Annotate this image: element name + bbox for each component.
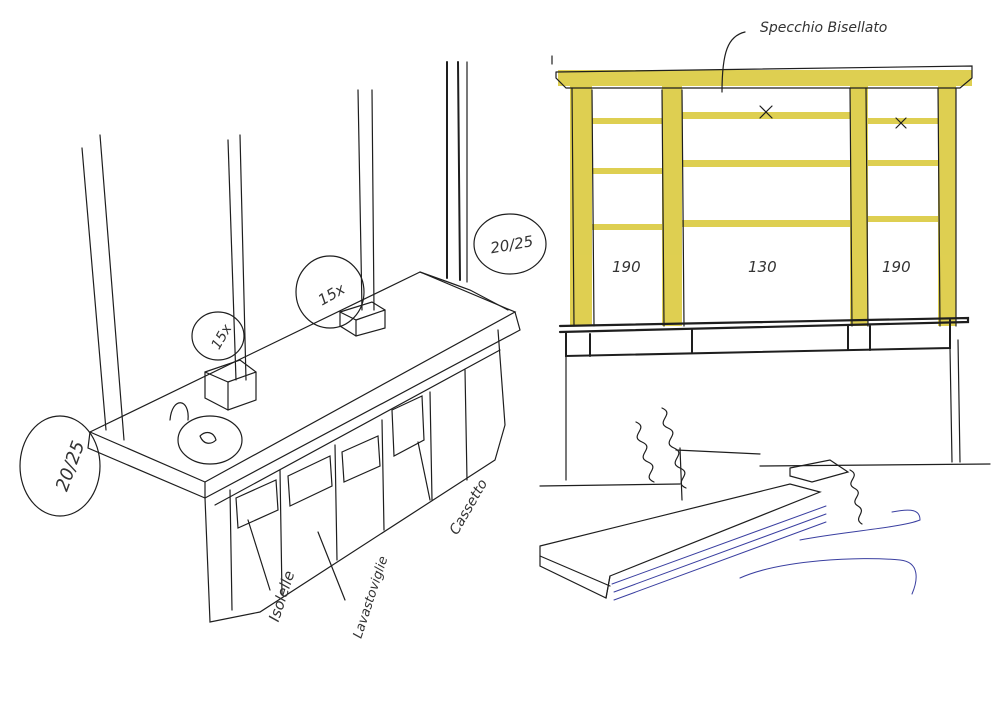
cabinet-divider <box>279 469 283 596</box>
shelf-plank-edge <box>539 555 611 587</box>
leader-line <box>317 531 346 601</box>
frame-post <box>661 89 665 327</box>
dim-front-left: 20/25 <box>52 438 89 494</box>
hanging-rod <box>227 139 237 381</box>
mirror-x <box>759 105 773 119</box>
dim-box-left: 15x <box>209 321 236 352</box>
pendant-box-left <box>227 371 257 383</box>
pendant-box-left <box>204 359 257 411</box>
leader-line <box>417 441 431 501</box>
shelf-plank-blue <box>613 521 827 601</box>
drawer-front <box>287 455 333 507</box>
mirror-note-leader <box>721 31 746 93</box>
countertop-edge <box>87 311 521 499</box>
mirror-note: Specchio Bisellato <box>760 20 887 36</box>
hanging-rod <box>81 147 107 431</box>
cabinet-divider <box>229 489 233 611</box>
backsplash <box>419 271 509 311</box>
profile-squiggle <box>635 421 655 483</box>
frame-post <box>937 87 941 327</box>
plinth-lower <box>565 319 951 358</box>
drawer-front <box>341 435 381 483</box>
cabinet-divider <box>334 444 338 561</box>
hanging-rod <box>99 134 125 441</box>
cabinet-divider <box>381 419 385 531</box>
dim-bubble-box-left <box>191 311 245 361</box>
wall-line <box>949 347 953 463</box>
cabinet-top-line <box>214 349 501 506</box>
drawer-front <box>391 395 425 457</box>
hanging-rod <box>357 89 363 311</box>
plinth <box>558 316 970 334</box>
label-sink: Lavastoviglie <box>351 554 392 640</box>
sink-tap <box>169 402 189 421</box>
frame-post <box>571 87 575 327</box>
center-shelf-width: 130 <box>748 258 777 276</box>
mirror-x <box>895 117 907 129</box>
hanging-rod <box>239 134 247 381</box>
wall-line <box>957 339 961 463</box>
sink-bowl <box>177 415 243 465</box>
label-isolated: Isolelle <box>265 568 298 623</box>
shelf-plank <box>539 483 822 599</box>
pendant-box-right <box>339 311 357 321</box>
right-shelf-width: 190 <box>882 258 911 276</box>
shelf-plank-edge <box>605 575 611 599</box>
dim-back-right: 20/25 <box>489 232 535 257</box>
pendant-box-right <box>355 309 386 321</box>
sink-drain <box>199 431 217 444</box>
drawer-front <box>235 479 279 529</box>
frame-post <box>681 89 685 327</box>
guide-line <box>679 447 683 501</box>
shelf-profile <box>789 459 850 483</box>
guide-line <box>675 449 761 455</box>
left-shelf-width: 190 <box>612 258 641 276</box>
frame-post <box>849 87 853 327</box>
shelf-plank-blue <box>611 505 827 585</box>
frame-post <box>591 89 595 327</box>
floor-line <box>759 463 991 467</box>
cornice <box>555 65 973 89</box>
profile-squiggle <box>661 407 687 489</box>
blue-sketch-line <box>739 558 917 595</box>
dim-bubble-box-right <box>295 255 365 329</box>
floor-line <box>539 483 681 487</box>
blue-sketch-line <box>799 509 921 541</box>
cabinet-divider <box>464 369 468 481</box>
cabinet-divider <box>429 391 433 501</box>
kitchen-island-sketch <box>19 61 547 623</box>
hanging-rod <box>457 61 461 281</box>
leader-line <box>247 519 271 591</box>
hanging-rod <box>371 89 375 311</box>
dim-bubble-front-left <box>19 415 101 517</box>
shelf-detail-sketch <box>539 407 921 601</box>
frame-highlight <box>558 70 972 326</box>
pendant-box-left <box>204 371 229 383</box>
label-cabinet: Cassetto <box>447 477 491 538</box>
dim-box-right: 15x <box>315 280 348 310</box>
shelving-elevation: Specchio Bisellato 190 130 190 <box>539 20 991 487</box>
frame-post <box>865 87 869 327</box>
profile-squiggle <box>849 469 863 525</box>
dim-bubble-back-right <box>473 213 547 275</box>
cabinet-base <box>204 329 506 623</box>
shelf-plank-blue <box>613 513 827 593</box>
